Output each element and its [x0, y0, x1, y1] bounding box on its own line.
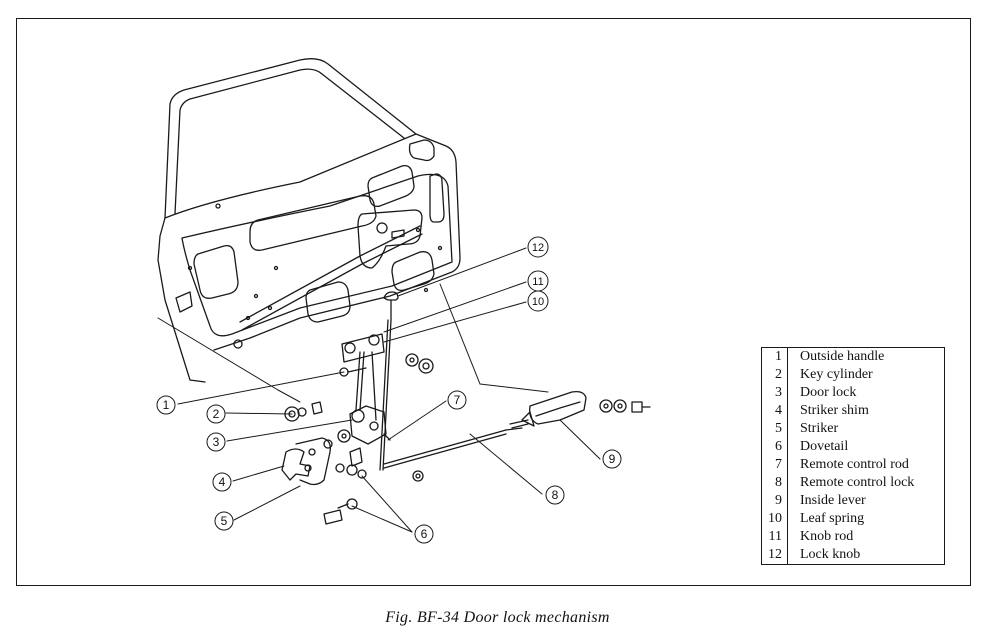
leader-lines: [157, 247, 601, 533]
legend-row: 6 Dovetail: [761, 438, 945, 456]
callout-10-number: 10: [532, 296, 544, 308]
legend-row: 10 Leaf spring: [761, 510, 945, 528]
callout-8-number: 8: [552, 488, 559, 502]
outside-handle-link: [339, 353, 434, 377]
callout-2-number: 2: [213, 407, 220, 421]
callout-markers: [156, 236, 622, 544]
legend-number: 11: [761, 528, 788, 546]
legend-row: 4 Striker shim: [761, 402, 945, 420]
dovetail-parts: [323, 447, 367, 525]
legend-number: 6: [761, 438, 788, 456]
legend-number: 3: [761, 384, 788, 402]
legend-label: Striker: [800, 421, 839, 436]
legend-row: 8 Remote control lock: [761, 474, 945, 492]
legend-row: 1 Outside handle: [761, 347, 945, 366]
legend-label: Remote control lock: [800, 475, 915, 490]
callout-7-number: 7: [454, 393, 461, 407]
legend-row: 7 Remote control rod: [761, 456, 945, 474]
legend-label: Dovetail: [800, 439, 849, 454]
legend-label: Knob rod: [800, 529, 854, 544]
lock-knob: [383, 291, 399, 321]
door-lock-body: [349, 405, 391, 445]
legend-label: Leaf spring: [800, 511, 865, 526]
legend-label: Door lock: [800, 385, 857, 400]
callout-5-number: 5: [221, 514, 228, 528]
key-cylinder-parts: [284, 401, 351, 449]
legend-number: 5: [761, 420, 788, 438]
legend-row: 2 Key cylinder: [761, 366, 945, 384]
callout-1-number: 1: [163, 398, 170, 412]
legend-row: 12 Lock knob: [761, 546, 945, 565]
legend-label: Key cylinder: [800, 367, 873, 382]
legend-number: 8: [761, 474, 788, 492]
legend-row: 11 Knob rod: [761, 528, 945, 546]
door-panel: [157, 58, 461, 383]
inside-lever-hardware: [599, 399, 651, 413]
legend-number: 12: [761, 546, 788, 565]
striker-and-shim: [281, 437, 331, 486]
legend-row: 3 Door lock: [761, 384, 945, 402]
legend-row: 9 Inside lever: [761, 492, 945, 510]
figure-caption: Fig. BF-34 Door lock mechanism: [385, 609, 610, 626]
legend-row: 5 Striker: [761, 420, 945, 438]
legend-label: Outside handle: [800, 349, 885, 364]
legend-number: 4: [761, 402, 788, 420]
door-lock-exploded-diagram: 1 2 3 4 5 6 7 8 9 10 11 12: [156, 58, 651, 544]
knob-rod: [379, 319, 392, 471]
legend-label: Lock knob: [800, 547, 861, 562]
figure-frame: [16, 18, 971, 586]
legend-number: 9: [761, 492, 788, 510]
callout-11-number: 11: [532, 276, 543, 288]
legend-label: Striker shim: [800, 403, 869, 418]
legend-number: 2: [761, 366, 788, 384]
legend-label: Remote control rod: [800, 457, 909, 472]
remote-control-lock: [509, 390, 587, 429]
legend-number: 7: [761, 456, 788, 474]
callout-3-number: 3: [213, 435, 220, 449]
callout-6-number: 6: [421, 527, 428, 541]
remote-control-rod: [383, 427, 523, 482]
legend-number: 1: [761, 347, 788, 366]
callout-9-number: 9: [609, 452, 616, 466]
callout-4-number: 4: [219, 475, 226, 489]
legend-label: Inside lever: [800, 493, 866, 508]
callout-12-number: 12: [532, 242, 544, 254]
leaf-spring-assembly: [341, 333, 385, 421]
legend-number: 10: [761, 510, 788, 528]
parts-legend-table: 1 Outside handle 2 Key cylinder 3 Door lock…: [761, 347, 945, 565]
